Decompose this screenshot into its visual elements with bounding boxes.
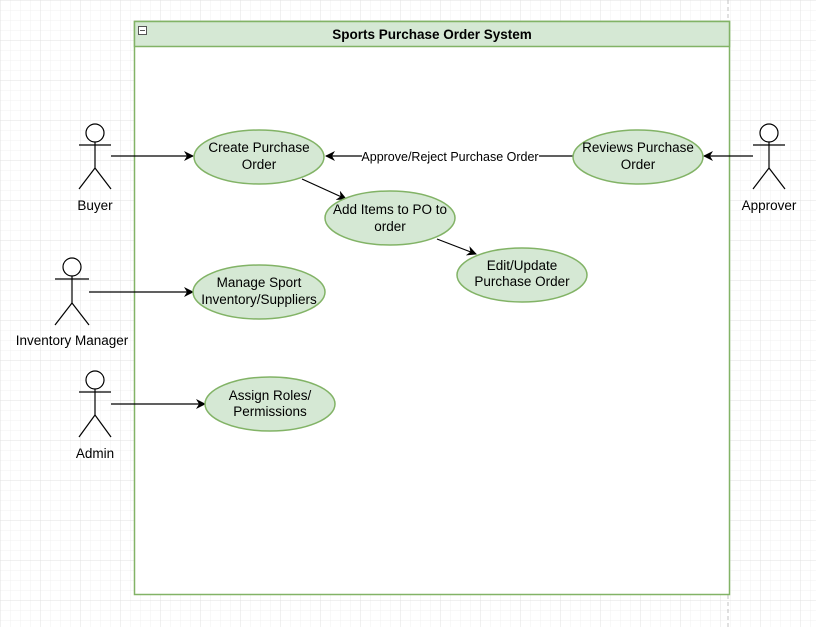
- actor-label: Buyer: [77, 198, 113, 213]
- use-case-manage-inventory[interactable]: Manage Sport Inventory/Suppliers: [192, 264, 326, 320]
- use-case-label: Manage Sport: [217, 275, 302, 290]
- use-case-assign-roles[interactable]: Assign Roles/ Permissions: [204, 376, 336, 432]
- actor-inventory-manager[interactable]: Inventory Manager: [16, 257, 129, 348]
- actor-label: Inventory Manager: [16, 333, 129, 348]
- system-title: Sports Purchase Order System: [332, 27, 532, 42]
- use-case-reviews-po[interactable]: Reviews Purchase Order: [572, 129, 704, 185]
- use-case-label: Permissions: [233, 404, 307, 419]
- actor-label: Approver: [742, 198, 797, 213]
- use-case-add-items[interactable]: Add Items to PO to order: [324, 190, 456, 246]
- system-header[interactable]: [133, 20, 731, 48]
- stick-figure-icon: [78, 370, 112, 438]
- edge-additems-edit[interactable]: [436, 238, 477, 256]
- use-case-label: Edit/Update: [487, 258, 558, 273]
- use-case-label: Create Purchase: [208, 140, 309, 155]
- use-case-label: Assign Roles/: [229, 388, 312, 403]
- edge-label-approve-reject: Approve/Reject Purchase Order: [361, 150, 538, 164]
- actor-approver[interactable]: Approver: [742, 123, 797, 213]
- use-case-label: Order: [242, 157, 277, 172]
- edge-label-bg: [362, 148, 539, 164]
- use-case-label: Order: [621, 157, 656, 172]
- actor-label: Admin: [76, 446, 114, 461]
- stick-figure-icon: [78, 123, 112, 190]
- use-case-label: Reviews Purchase: [582, 140, 694, 155]
- collapse-icon[interactable]: [138, 26, 147, 35]
- actor-buyer[interactable]: Buyer: [77, 123, 113, 213]
- use-case-label: Inventory/Suppliers: [201, 292, 317, 307]
- actor-admin[interactable]: Admin: [76, 370, 114, 461]
- stick-figure-icon: [54, 257, 90, 326]
- edges: Approve/Reject Purchase Order: [89, 148, 753, 409]
- use-case-label: order: [374, 219, 406, 234]
- edge-create-additems[interactable]: [301, 178, 347, 200]
- stick-figure-icon: [752, 123, 786, 190]
- use-case-label: Purchase Order: [474, 274, 570, 289]
- use-case-edit-po[interactable]: Edit/Update Purchase Order: [456, 247, 588, 303]
- use-case-label: Add Items to PO to: [333, 202, 447, 217]
- use-case-create-po[interactable]: Create Purchase Order: [193, 129, 325, 185]
